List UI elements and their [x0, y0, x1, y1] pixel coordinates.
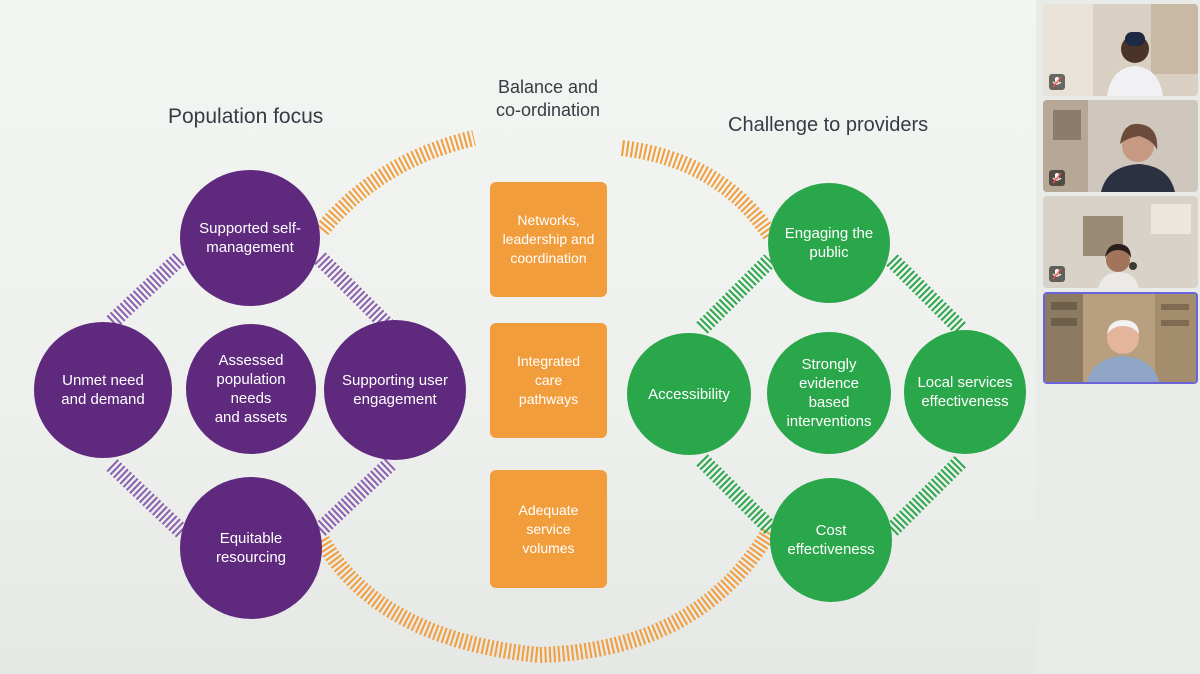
- circle-engaging-the-public: Engaging the public: [768, 183, 890, 303]
- heading-challenge-providers: Challenge to providers: [728, 114, 929, 136]
- circle-label: Accessibility: [648, 385, 730, 403]
- mic-muted-icon[interactable]: [1049, 74, 1065, 90]
- circle-label: public: [809, 244, 849, 261]
- circle-label: resourcing: [215, 549, 287, 566]
- circle-label: and assets: [214, 409, 288, 426]
- box-integrated-care-pathways: Integrated care pathways: [490, 323, 607, 438]
- circle-label: Equitable: [219, 530, 283, 547]
- circle-supported-self-management: Supported self- management: [180, 170, 320, 306]
- participant-video: [1043, 100, 1198, 192]
- circle-unmet-need: Unmet need and demand: [34, 322, 172, 458]
- circle-label: Local services: [917, 374, 1013, 391]
- circle-label: Unmet need: [62, 372, 144, 389]
- participant-tile-active-speaker[interactable]: [1043, 292, 1198, 384]
- circle-label: Strongly: [801, 356, 857, 373]
- circle-label: effectiveness: [787, 541, 875, 558]
- circle-label: management: [206, 239, 294, 256]
- circle-label: Supported self-: [199, 220, 301, 237]
- circle-local-services-effectiveness: Local services effectiveness: [904, 330, 1026, 454]
- purple-connector-bottom-left: [106, 459, 188, 538]
- participant-tile[interactable]: [1043, 100, 1198, 192]
- box-label: volumes: [522, 539, 575, 556]
- box-label: coordination: [510, 250, 587, 266]
- circle-cost-effectiveness: Cost effectiveness: [770, 478, 892, 602]
- center-heading-line: Balance and: [497, 77, 599, 97]
- purple-connector-top-right: [314, 252, 398, 336]
- diagram-connectors: [106, 130, 968, 664]
- circle-label: based: [808, 394, 850, 411]
- heading-population-focus: Population focus: [168, 105, 324, 128]
- circle-strongly-evidence-based: Strongly evidence based interventions: [767, 332, 891, 454]
- circle-label: effectiveness: [921, 393, 1009, 410]
- green-connector-top-left: [696, 254, 776, 334]
- participant-tile[interactable]: [1043, 4, 1198, 96]
- circle-label: Engaging the: [784, 225, 874, 242]
- participant-video: [1045, 294, 1196, 382]
- box-label: Adequate: [518, 501, 579, 518]
- circle-equitable-resourcing: Equitable resourcing: [180, 477, 322, 619]
- heading-balance-coordination: Balance and co-ordination: [470, 76, 626, 122]
- box-label: pathways: [518, 391, 579, 407]
- box-label: leadership and: [502, 231, 595, 247]
- circle-label: Supporting user: [342, 372, 448, 389]
- box-networks-leadership: Networks, leadership and coordination: [490, 182, 607, 297]
- orange-arc-top-right: [621, 140, 777, 240]
- circle-label: Cost: [815, 522, 847, 539]
- green-connector-bottom-right: [886, 454, 968, 536]
- purple-connector-bottom-right: [314, 456, 398, 536]
- circle-accessibility: Accessibility: [627, 333, 751, 455]
- circle-label: evidence: [798, 375, 860, 392]
- green-connector-top-right: [886, 254, 968, 336]
- orange-arc-bottom: [315, 525, 777, 664]
- participant-tile[interactable]: [1043, 196, 1198, 288]
- box-label: service: [526, 520, 571, 537]
- circle-label: Assessed: [218, 352, 284, 369]
- circle-label: population needs: [216, 371, 286, 407]
- orange-arc-top-left: [315, 130, 476, 236]
- box-adequate-service-volumes: Adequate service volumes: [490, 470, 607, 588]
- box-label: Networks,: [517, 212, 580, 228]
- purple-connector-top-left: [106, 252, 186, 328]
- center-heading-line: co-ordination: [495, 100, 601, 120]
- mic-muted-icon[interactable]: [1049, 170, 1065, 186]
- circle-label: engagement: [353, 391, 437, 408]
- circle-supporting-user-engagement: Supporting user engagement: [324, 320, 466, 460]
- participant-video: [1043, 196, 1198, 288]
- circle-label: and demand: [61, 391, 145, 408]
- box-label: Integrated: [516, 353, 581, 369]
- mic-muted-icon[interactable]: [1049, 266, 1065, 282]
- circle-label: interventions: [786, 413, 872, 430]
- box-label: care: [534, 372, 563, 388]
- participant-video: [1043, 4, 1198, 96]
- circle-assessed-population-needs: Assessed population needs and assets: [186, 324, 316, 454]
- green-connector-bottom-left: [696, 454, 778, 536]
